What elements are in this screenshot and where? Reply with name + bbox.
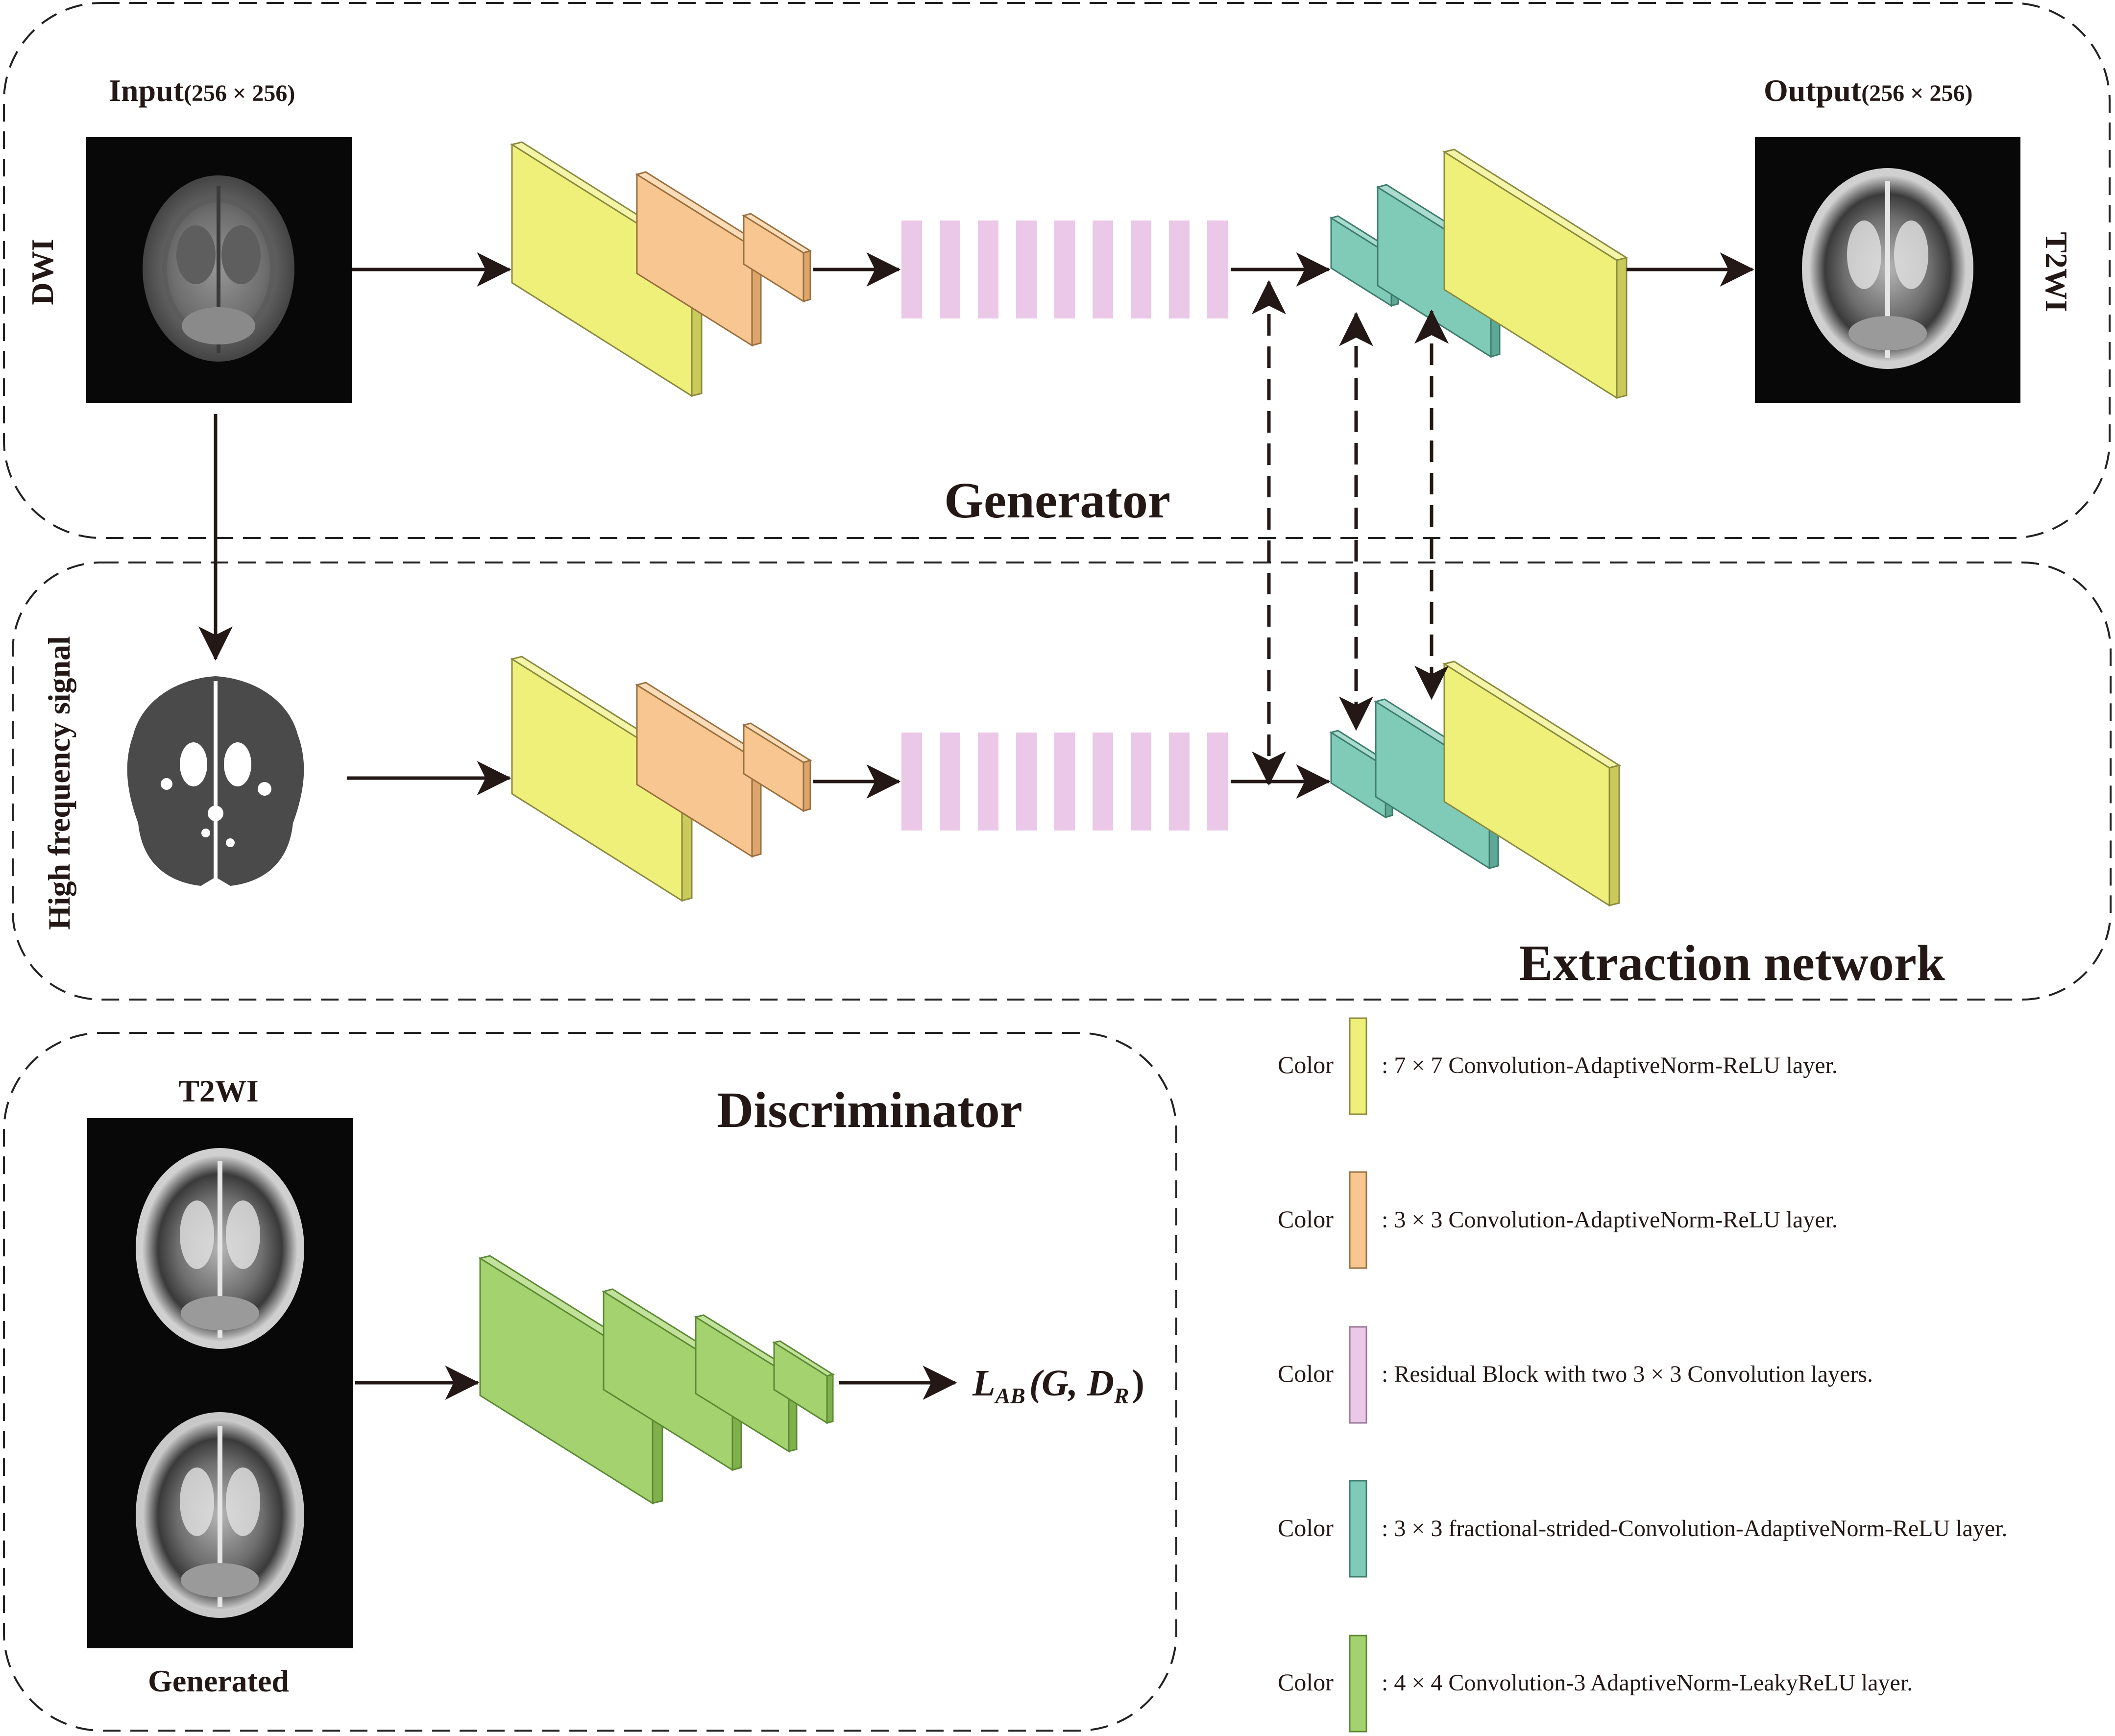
high-frequency-side-label: High frequency signal [42, 636, 76, 930]
high-frequency-signal-image [127, 676, 304, 886]
generator-conv3-block-2 [742, 213, 812, 303]
disc-conv4-block-3 [694, 1314, 799, 1453]
legend-color-label: Color [1278, 1668, 1334, 1696]
legend-text-deconv: : 3 × 3 fractional-strided-Convolution-A… [1382, 1516, 2007, 1541]
generator-title: Generator [944, 472, 1170, 529]
extraction-residual-blocks [901, 733, 1228, 831]
legend-color-label: Color [1278, 1205, 1334, 1233]
generator-panel [3, 2, 2111, 539]
legend-color-label: Color [1278, 1051, 1334, 1078]
disc-t2wi-images [87, 1118, 353, 1648]
generator-output-conv7-block [1442, 148, 1629, 399]
legend-text-conv4: : 4 × 4 Convolution-3 AdaptiveNorm-Leaky… [1382, 1670, 1913, 1696]
legend-swatch-orange [1349, 1171, 1367, 1269]
t2wi-side-label: T2WI [2039, 232, 2074, 312]
input-dwi-image [86, 137, 352, 403]
legend-text-conv3: : 3 × 3 Convolution-AdaptiveNorm-ReLU la… [1382, 1207, 1838, 1233]
output-t2wi-image [1755, 137, 2020, 403]
legend-color-label: Color [1278, 1514, 1334, 1541]
generator-arrows [198, 252, 1754, 661]
skip-connection-arrows [1252, 280, 1449, 786]
legend-item-conv7: Color : 7 × 7 Convolution-AdaptiveNorm-R… [1278, 1017, 1838, 1115]
legend-item-conv3: Color : 3 × 3 Convolution-AdaptiveNorm-R… [1278, 1171, 1838, 1269]
extraction-conv3-block-2 [742, 722, 812, 812]
loss-formula: LAB(G, DR) [972, 1363, 1144, 1408]
output-label: Output(256 × 256) [1764, 73, 1973, 108]
legend-text-residual: : Residual Block with two 3 × 3 Convolut… [1382, 1361, 1873, 1387]
legend-item-deconv: Color : 3 × 3 fractional-strided-Convolu… [1278, 1480, 2007, 1578]
generator-residual-blocks [901, 220, 1228, 318]
discriminator-panel [3, 1032, 1177, 1732]
disc-generated-image [136, 1412, 304, 1618]
disc-generated-label: Generated [148, 1663, 289, 1698]
legend-swatch-yellow [1349, 1017, 1367, 1115]
extraction-panel [12, 562, 2112, 1001]
legend: Color : 7 × 7 Convolution-AdaptiveNorm-R… [1278, 1017, 2007, 1733]
legend-swatch-pink [1349, 1326, 1367, 1424]
disc-conv4-block-4 [772, 1340, 835, 1424]
legend-swatch-teal [1349, 1480, 1367, 1578]
legend-swatch-green [1349, 1635, 1367, 1733]
legend-color-label: Color [1278, 1360, 1334, 1387]
legend-item-residual: Color : Residual Block with two 3 × 3 Co… [1278, 1326, 1873, 1424]
legend-text-conv7: : 7 × 7 Convolution-AdaptiveNorm-ReLU la… [1382, 1052, 1838, 1078]
extraction-title: Extraction network [1519, 935, 1945, 991]
disc-t2wi-label: T2WI [178, 1074, 259, 1108]
extraction-output-conv7-block [1442, 660, 1621, 907]
dwi-side-label: DWI [25, 239, 60, 305]
discriminator-title: Discriminator [717, 1082, 1022, 1138]
input-label: Input(256 × 256) [109, 73, 295, 108]
legend-item-conv4: Color : 4 × 4 Convolution-3 AdaptiveNorm… [1278, 1635, 1913, 1733]
